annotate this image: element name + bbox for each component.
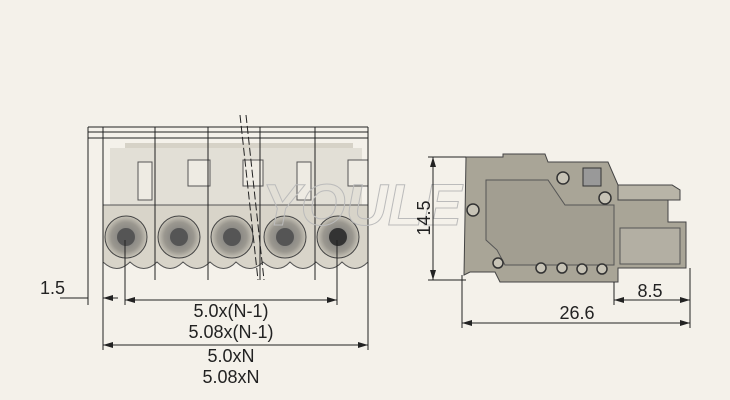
dim-edge-offset: 1.5 [40,278,65,298]
wire-entry-hole-4 [263,215,307,259]
wire-entry-holes [104,215,360,259]
dim-height: 14.5 [414,200,434,235]
wire-entry-hole-5 [316,215,360,259]
dim-pitch-span-b: 5.08x(N-1) [188,322,273,342]
release-buttons [137,159,369,201]
wire-entry-hole-1 [104,215,148,259]
front-dimensions [60,295,368,348]
dim-total-width-b: 5.08xN [202,367,259,387]
dim-total-depth: 26.6 [559,303,594,323]
side-pins [466,171,612,275]
dim-lever-length: 8.5 [637,281,662,301]
dim-total-width-a: 5.0xN [207,346,254,366]
front-view [87,114,369,350]
wire-entry-hole-2 [157,215,201,259]
front-grid-lines [87,114,369,350]
lever [617,184,681,201]
dim-pitch-span-a: 5.0x(N-1) [193,301,268,321]
side-view [463,153,687,283]
wire-entry-hole-3 [210,215,254,259]
side-dimensions [428,156,691,328]
